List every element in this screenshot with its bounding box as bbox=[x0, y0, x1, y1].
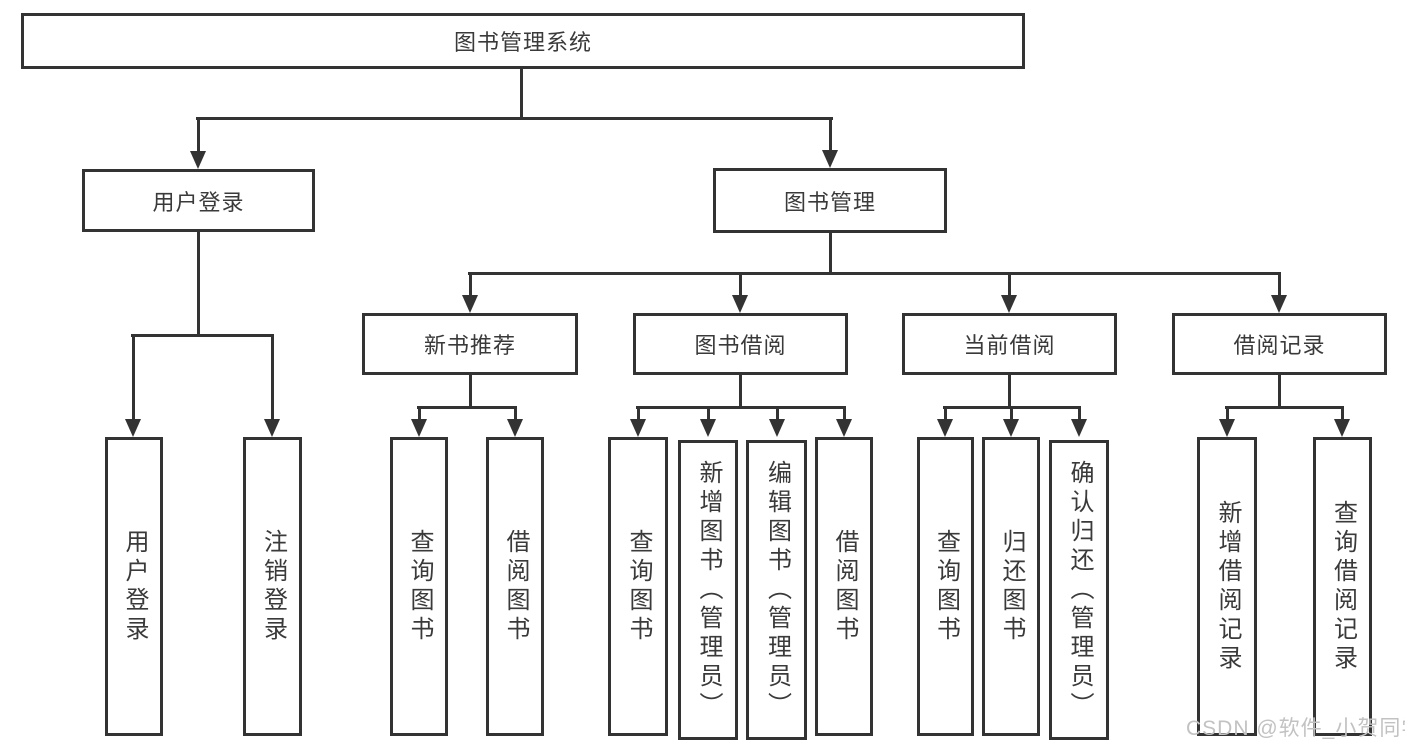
node-cb-return-book: 归还图书 bbox=[982, 437, 1040, 736]
arrow-down-icon bbox=[190, 151, 206, 169]
node-nr-borrow-book: 借阅图书 bbox=[486, 437, 544, 736]
node-root: 图书管理系统 bbox=[21, 13, 1025, 69]
arrow-down-icon bbox=[1334, 419, 1350, 437]
arrow-down-icon bbox=[1003, 419, 1019, 437]
csdn-watermark: CSDN @软件_小贺同学 bbox=[1186, 717, 1405, 740]
connector-borrow-records-stem bbox=[1278, 375, 1281, 409]
connector-drop-br-new bbox=[1226, 406, 1229, 421]
connector-drop-current-borrow bbox=[1008, 272, 1011, 297]
arrow-down-icon bbox=[507, 419, 523, 437]
connector-borrow-records-rail bbox=[1225, 406, 1344, 409]
node-nr-query-book: 查询图书 bbox=[390, 437, 448, 736]
node-current-borrow: 当前借阅 bbox=[902, 313, 1117, 375]
node-bb-edit-book: 编辑图书（管理员） bbox=[746, 440, 807, 740]
arrow-down-icon bbox=[937, 419, 953, 437]
connector-drop-ul-user-login bbox=[132, 334, 135, 421]
connector-root-stem bbox=[520, 69, 523, 119]
arrow-down-icon bbox=[411, 419, 427, 437]
connector-drop-bb-borrow bbox=[843, 406, 846, 421]
arrow-down-icon bbox=[732, 295, 748, 313]
arrow-down-icon bbox=[769, 419, 785, 437]
node-user-login: 用户登录 bbox=[82, 169, 315, 232]
arrow-down-icon bbox=[822, 150, 838, 168]
connector-drop-book-mgmt bbox=[829, 117, 832, 153]
connector-book-borrow-rail bbox=[636, 406, 846, 409]
node-bb-borrow-book: 借阅图书 bbox=[815, 437, 873, 736]
connector-book-mgmt-stem bbox=[829, 233, 832, 274]
connector-drop-cb-return bbox=[1010, 406, 1013, 421]
arrow-down-icon bbox=[1071, 419, 1087, 437]
arrow-down-icon bbox=[700, 419, 716, 437]
connector-level2-rail bbox=[196, 117, 833, 120]
connector-drop-borrow-records bbox=[1278, 272, 1281, 297]
arrow-down-icon bbox=[264, 419, 280, 437]
connector-book-borrow-stem bbox=[739, 375, 742, 409]
node-new-book-rec: 新书推荐 bbox=[362, 313, 578, 375]
arrow-down-icon bbox=[836, 419, 852, 437]
connector-drop-bb-query bbox=[637, 406, 640, 421]
connector-drop-nr-borrow bbox=[514, 406, 517, 421]
arrow-down-icon bbox=[462, 295, 478, 313]
connector-drop-ul-logout bbox=[271, 334, 274, 421]
node-br-new-record: 新增借阅记录 bbox=[1197, 437, 1257, 736]
connector-drop-book-borrow bbox=[739, 272, 742, 297]
arrow-down-icon bbox=[1219, 419, 1235, 437]
node-bb-add-book: 新增图书（管理员） bbox=[678, 440, 738, 740]
connector-user-login-stem bbox=[197, 232, 200, 336]
node-bb-query-book: 查询图书 bbox=[608, 437, 668, 736]
arrow-down-icon bbox=[630, 419, 646, 437]
connector-drop-bb-add bbox=[707, 406, 710, 421]
node-cb-confirm-return: 确认归还（管理员） bbox=[1049, 440, 1109, 740]
arrow-down-icon bbox=[125, 419, 141, 437]
connector-new-book-rec-rail bbox=[417, 406, 517, 409]
node-ul-user-login: 用户登录 bbox=[105, 437, 163, 736]
connector-new-book-rec-stem bbox=[469, 375, 472, 409]
node-book-mgmt: 图书管理 bbox=[713, 168, 947, 233]
connector-drop-user-login bbox=[197, 117, 200, 153]
node-borrow-records: 借阅记录 bbox=[1172, 313, 1387, 375]
node-br-query-record: 查询借阅记录 bbox=[1313, 437, 1372, 736]
connector-drop-cb-query bbox=[944, 406, 947, 421]
arrow-down-icon bbox=[1001, 295, 1017, 313]
connector-drop-br-query bbox=[1341, 406, 1344, 421]
arrow-down-icon bbox=[1271, 295, 1287, 313]
connector-current-borrow-stem bbox=[1008, 375, 1011, 409]
connector-drop-cb-confirm bbox=[1078, 406, 1081, 421]
node-cb-query-book: 查询图书 bbox=[917, 437, 974, 736]
connector-user-login-rail bbox=[131, 334, 273, 337]
connector-drop-new-book-rec bbox=[469, 272, 472, 297]
connector-drop-bb-edit bbox=[776, 406, 779, 421]
node-book-borrow: 图书借阅 bbox=[633, 313, 848, 375]
node-ul-logout: 注销登录 bbox=[243, 437, 302, 736]
connector-drop-nr-query bbox=[418, 406, 421, 421]
connector-level3-rail bbox=[468, 272, 1281, 275]
